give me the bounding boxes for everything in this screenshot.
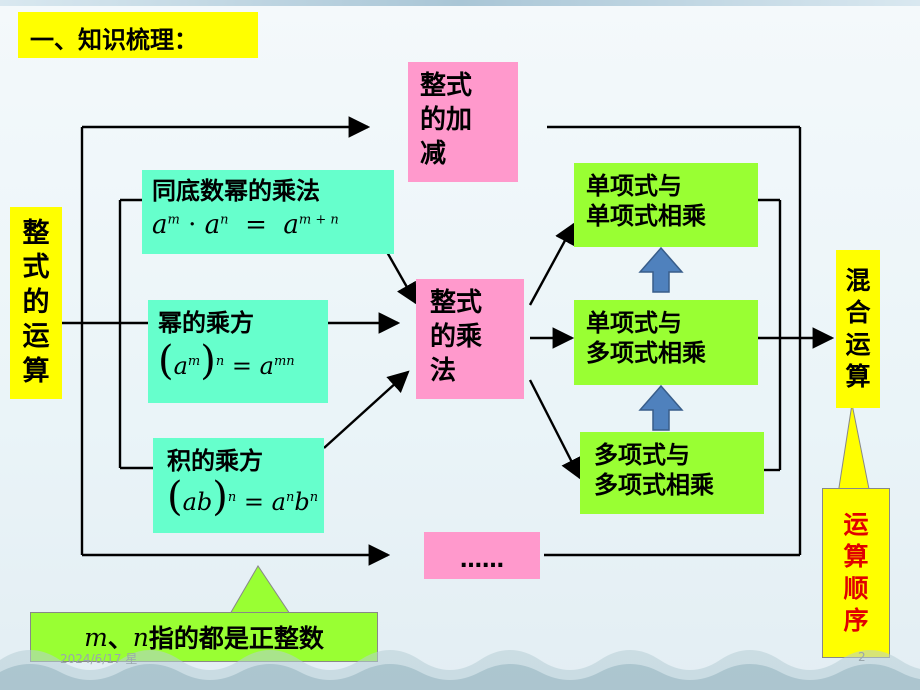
node-char: 整 bbox=[22, 217, 50, 249]
arrow-mult-to-poly-poly bbox=[528, 379, 582, 480]
rule-label: 同底数幂的乘法 bbox=[152, 177, 320, 205]
node-line: 整式 bbox=[430, 288, 483, 318]
node-line: 多项式相乘 bbox=[586, 339, 706, 367]
callout-tail-order bbox=[837, 403, 871, 495]
rule-formula: (am)n = amn bbox=[158, 338, 295, 384]
callout-positive-integers: m 、 n 指的都是正整数 bbox=[30, 612, 378, 662]
arrow-rule3-to-mult bbox=[323, 370, 410, 449]
block-arrow-up-lower bbox=[638, 384, 684, 431]
rule-power-of-power: 幂的乘方 (am)n = amn bbox=[148, 300, 328, 403]
node-line: 单项式与 bbox=[586, 309, 682, 337]
node-mixed-operations: 混 合 运 算 bbox=[836, 250, 880, 408]
node-line: 多项式与 bbox=[594, 441, 690, 469]
page-title: 一、知识梳理： bbox=[18, 12, 258, 58]
rule-label: 积的乘方 bbox=[167, 447, 263, 475]
node-line: 整式 bbox=[420, 71, 473, 101]
rule-formula: am · an = am + n bbox=[152, 210, 339, 240]
callout-operation-order: 运 算 顺 序 bbox=[822, 488, 890, 658]
arrow-mult-to-mono-mono bbox=[528, 222, 576, 306]
ellipsis-text: …… bbox=[460, 548, 504, 573]
block-arrow-up-upper bbox=[638, 246, 684, 293]
node-char: 混 bbox=[845, 266, 871, 295]
callout-char: 算 bbox=[843, 542, 869, 571]
node-line: 的乘 bbox=[430, 321, 483, 352]
callout-char: 顺 bbox=[843, 574, 869, 603]
note-var-m: m bbox=[84, 622, 108, 652]
footer-date: 2024/6/17 星 bbox=[60, 652, 138, 666]
node-char: 式 bbox=[22, 252, 50, 284]
node-line: 减 bbox=[420, 138, 447, 169]
note-var-n: n bbox=[132, 622, 149, 652]
node-line: 单项式与 bbox=[586, 172, 682, 200]
node-ellipsis: …… bbox=[424, 532, 540, 579]
node-char: 算 bbox=[845, 362, 871, 391]
node-line: 多项式相乘 bbox=[594, 471, 714, 499]
node-monomial-times-monomial: 单项式与 单项式相乘 bbox=[574, 163, 758, 247]
rule-same-base-multiplication: 同底数幂的乘法 am · an = am + n bbox=[142, 170, 394, 254]
top-border bbox=[0, 0, 920, 6]
node-multiplication: 整式 的乘 法 bbox=[416, 279, 524, 399]
node-char: 的 bbox=[22, 286, 50, 318]
node-monomial-times-polynomial: 单项式与 多项式相乘 bbox=[574, 300, 758, 385]
node-char: 算 bbox=[22, 355, 50, 387]
node-char: 合 bbox=[845, 298, 871, 327]
note-text: 指的都是正整数 bbox=[148, 624, 324, 653]
node-addition-subtraction: 整式 的加 减 bbox=[408, 62, 518, 182]
footer-page-number: 2 bbox=[858, 650, 866, 664]
rule-power-of-product: 积的乘方 (ab)n = anbn bbox=[153, 438, 324, 533]
node-line: 的加 bbox=[420, 104, 473, 135]
note-separator: 、 bbox=[107, 624, 133, 653]
node-polynomial-times-polynomial: 多项式与 多项式相乘 bbox=[580, 432, 764, 514]
node-char: 运 bbox=[845, 330, 871, 359]
rule-label: 幂的乘方 bbox=[158, 309, 254, 337]
callout-tail-note bbox=[229, 565, 291, 615]
rule-formula: (ab)n = anbn bbox=[167, 474, 319, 520]
callout-char: 运 bbox=[843, 510, 869, 539]
node-line: 单项式相乘 bbox=[586, 202, 706, 230]
node-integral-operations: 整 式 的 运 算 bbox=[10, 207, 62, 399]
node-char: 运 bbox=[22, 321, 50, 353]
decorative-wave-border bbox=[0, 650, 920, 690]
node-line: 法 bbox=[430, 355, 457, 386]
callout-char: 序 bbox=[843, 606, 869, 635]
arrow-rule1-to-mult bbox=[385, 251, 418, 305]
